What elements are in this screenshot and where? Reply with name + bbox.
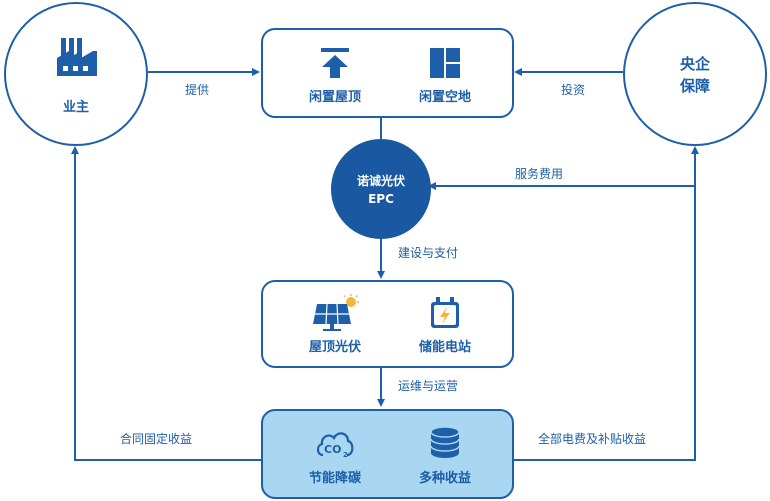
owner-node: 业主 — [4, 2, 148, 146]
rooftop-pv-item: 屋顶光伏 — [285, 294, 385, 355]
storage-station-label: 储能电站 — [418, 340, 471, 355]
multiple-income-item: 多种收益 — [395, 425, 495, 486]
arrow-fixed-income — [71, 146, 262, 461]
arrow-all-income — [512, 146, 699, 461]
svg-text:2: 2 — [343, 451, 348, 459]
edge-label-provide: 提供 — [185, 83, 210, 97]
assets-box: 屋顶光伏 储能电站 — [261, 280, 514, 368]
epc-label-line1: 诺诚光伏 — [356, 174, 405, 188]
idle-roof-label: 闲置屋顶 — [308, 90, 361, 105]
edge-label-build-pay: 建设与支付 — [398, 246, 459, 260]
carbon-reduction-label: 节能降碳 — [308, 471, 361, 486]
storage-station-item: 储能电站 — [395, 296, 495, 355]
soe-label-line1: 央企 — [679, 55, 710, 73]
soe-node: 央企 保障 — [623, 2, 767, 146]
svg-text:CO: CO — [324, 443, 341, 456]
factory-icon — [57, 38, 97, 76]
edge-label-invest: 投资 — [561, 83, 586, 97]
idle-resources-box: 闲置屋顶 闲置空地 — [261, 28, 514, 118]
edge-label-all-income: 全部电费及补贴收益 — [538, 432, 647, 446]
co2-icon: CO 2 — [316, 432, 354, 459]
epc-label-line2: EPC — [368, 192, 394, 206]
rooftop-pv-label: 屋顶光伏 — [308, 340, 361, 355]
roof-upload-icon — [321, 48, 349, 78]
edge-label-service-fee: 服务费用 — [515, 167, 564, 181]
idle-roof-item: 闲置屋顶 — [285, 46, 385, 105]
edge-label-om: 运维与运营 — [398, 379, 459, 393]
soe-label-line2: 保障 — [679, 77, 710, 95]
solar-panel-icon — [313, 294, 359, 331]
battery-icon — [431, 297, 459, 328]
benefits-box: CO 2 节能降碳 多种收益 — [261, 409, 514, 499]
owner-label: 业主 — [62, 100, 89, 115]
coin-stack-icon — [430, 426, 460, 458]
epc-node: 诺诚光伏 EPC — [331, 139, 431, 239]
idle-land-item: 闲置空地 — [395, 46, 495, 105]
multiple-income-label: 多种收益 — [418, 471, 471, 486]
carbon-reduction-item: CO 2 节能降碳 — [285, 425, 385, 486]
land-grid-icon — [430, 48, 460, 78]
edge-label-fixed-income: 合同固定收益 — [120, 432, 193, 446]
idle-land-label: 闲置空地 — [418, 90, 471, 105]
